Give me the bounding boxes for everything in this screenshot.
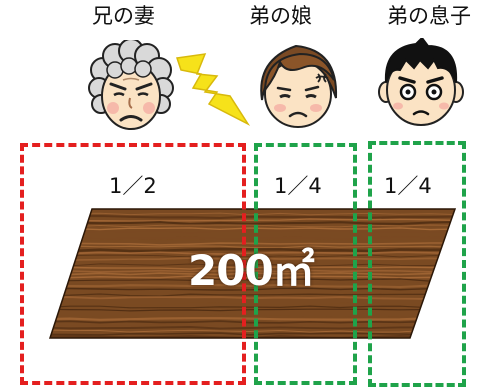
lightning-bolt-icon — [176, 53, 250, 126]
young-woman-annoyed-face-icon — [260, 44, 338, 128]
person-label-brother-son: 弟の息子 — [387, 4, 471, 28]
person-label-brother-wife: 兄の妻 — [92, 4, 155, 28]
young-man-shocked-face-icon — [378, 38, 464, 126]
share-fraction-label: 1／4 — [382, 174, 434, 198]
share-fraction-label: 1／2 — [107, 174, 159, 198]
land-area-label: 200㎡ — [188, 246, 315, 295]
share-fraction-label: 1／4 — [272, 174, 324, 198]
elderly-woman-angry-face-icon — [88, 40, 174, 130]
share-zone-brother-daughter — [254, 143, 357, 385]
share-zone-brother-wife — [20, 143, 246, 385]
person-label-brother-daughter: 弟の娘 — [249, 4, 312, 28]
share-zone-brother-son — [368, 141, 466, 387]
